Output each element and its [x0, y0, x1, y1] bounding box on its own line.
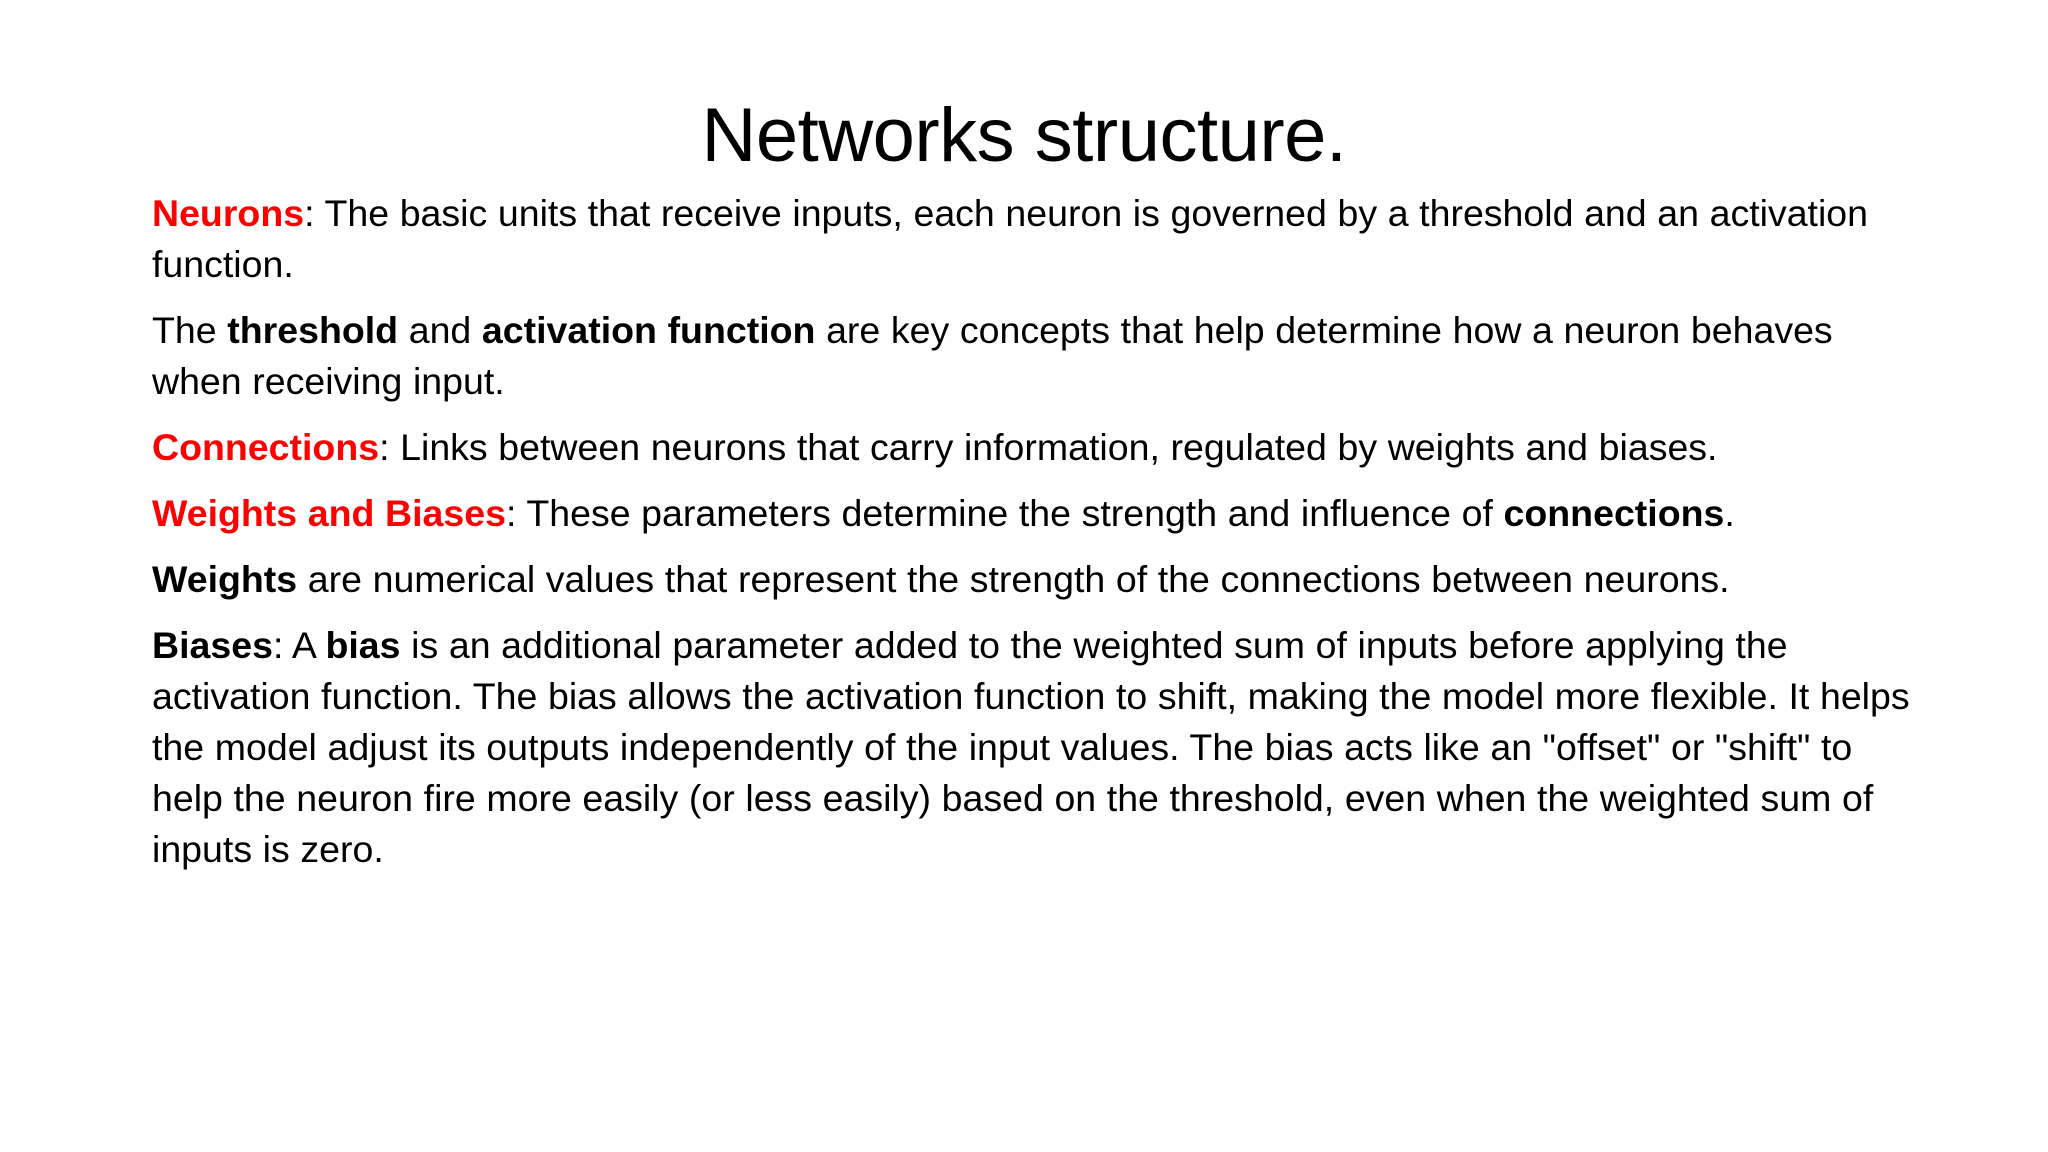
slide-body-text: Neurons: The basic units that receive in…: [152, 188, 1912, 875]
paragraph-lead-weights-and-biases: Weights and Biases: [152, 492, 506, 534]
text-run: are key concepts that help determine how…: [152, 309, 1833, 402]
text-run: .: [1724, 492, 1735, 534]
text-run: threshold: [227, 309, 399, 351]
paragraph-threshold-activation: The threshold and activation function ar…: [152, 305, 1912, 407]
paragraph-lead-connections: Connections: [152, 426, 380, 468]
text-run: : Links between neurons that carry infor…: [379, 426, 1718, 468]
text-run: and: [398, 309, 482, 351]
paragraph-weights-and-biases: Weights and Biases: These parameters det…: [152, 488, 1912, 539]
text-run: : These parameters determine the strengt…: [505, 492, 1504, 534]
paragraph-weights: Weights are numerical values that repres…: [152, 554, 1912, 605]
text-run: : The basic units that receive inputs, e…: [152, 192, 1869, 285]
paragraph-neurons: Neurons: The basic units that receive in…: [152, 188, 1912, 290]
text-run: : A: [272, 624, 326, 666]
paragraph-lead-weights: Weights: [152, 558, 298, 600]
paragraph-lead-neurons: Neurons: [152, 192, 305, 234]
text-run: activation function: [481, 309, 816, 351]
paragraph-connections: Connections: Links between neurons that …: [152, 422, 1912, 473]
page-title: Networks structure.: [701, 92, 1347, 178]
text-run: is an additional parameter added to the …: [152, 624, 1910, 870]
text-run: are numerical values that represent the …: [297, 558, 1730, 600]
paragraph-lead-biases: Biases: [152, 624, 273, 666]
text-run: connections: [1503, 492, 1725, 534]
text-run: The: [152, 309, 228, 351]
text-run: bias: [325, 624, 401, 666]
paragraph-biases: Biases: A bias is an additional paramete…: [152, 620, 1912, 875]
